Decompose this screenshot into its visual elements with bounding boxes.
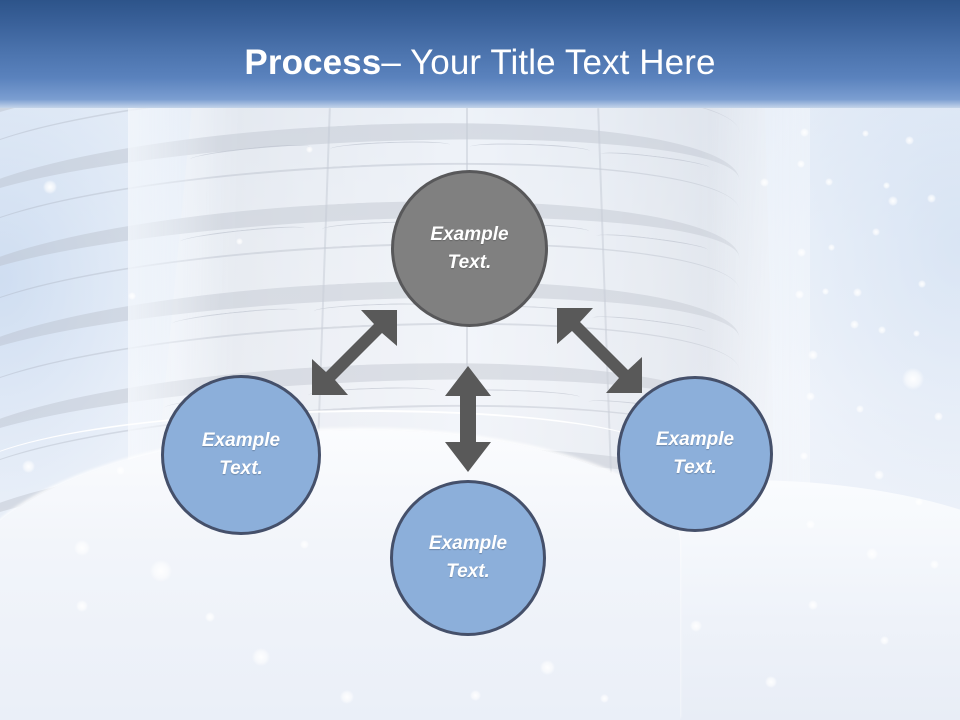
snowflake xyxy=(866,548,878,560)
snowflake xyxy=(690,620,702,632)
snowflake xyxy=(874,470,884,480)
node-center-line1: Example xyxy=(430,223,509,245)
snowflake xyxy=(205,612,215,622)
node-left-line1: Example xyxy=(201,430,281,452)
snowflake xyxy=(888,196,898,206)
snowflake xyxy=(600,694,609,703)
snowflake xyxy=(918,280,926,288)
snowflake xyxy=(853,288,862,297)
connector-center-to-right xyxy=(546,304,646,404)
title-bar xyxy=(0,0,960,108)
snowflake xyxy=(797,248,806,257)
node-bottom-line2: Text. xyxy=(446,561,490,582)
snowflake xyxy=(800,452,808,460)
snowflake xyxy=(340,690,354,704)
node-center[interactable]: Example Text. xyxy=(391,170,548,327)
snowflake xyxy=(765,676,777,688)
snowflake xyxy=(913,330,920,337)
snowflake xyxy=(128,292,136,300)
page-title-rest: – Your Title Text Here xyxy=(381,43,716,82)
node-left-line2: Text. xyxy=(219,458,263,479)
snowflake xyxy=(808,350,818,360)
snowflake xyxy=(806,520,815,529)
connector-center-to-left xyxy=(308,306,408,406)
snowflake xyxy=(300,540,309,549)
snowflake xyxy=(883,182,890,189)
snowflake xyxy=(760,178,769,187)
snowflake xyxy=(934,412,943,421)
snowflake xyxy=(116,466,125,475)
snowflake xyxy=(150,560,172,582)
snowflake xyxy=(74,540,90,556)
node-right[interactable]: Example Text. xyxy=(617,376,773,532)
snowflake xyxy=(915,498,923,506)
snowflake xyxy=(828,244,835,251)
page-title: Process – Your Title Text Here xyxy=(0,0,960,108)
node-right-line1: Example xyxy=(655,429,735,451)
snowflake xyxy=(252,648,270,666)
snowflake xyxy=(76,600,88,612)
snowflake xyxy=(927,194,936,203)
node-right-line2: Text. xyxy=(673,457,717,478)
snowflake xyxy=(22,460,35,473)
snow-ridge-highlight xyxy=(0,410,660,532)
connector-center-to-bottom xyxy=(442,366,494,472)
page-title-strong: Process xyxy=(244,43,382,82)
node-left[interactable]: Example Text. xyxy=(161,375,321,535)
node-bottom[interactable]: Example Text. xyxy=(390,480,546,636)
snowflake xyxy=(862,130,869,137)
snowflake xyxy=(880,636,889,645)
snowflake xyxy=(795,290,804,299)
snowflake xyxy=(806,392,815,401)
snowflake xyxy=(878,326,886,334)
node-center-line2: Text. xyxy=(447,251,492,273)
snowflake xyxy=(856,405,864,413)
snowflake xyxy=(850,320,859,329)
snowflake xyxy=(930,560,939,569)
snowflake xyxy=(236,238,243,245)
snowflake xyxy=(872,228,880,236)
snowflake xyxy=(306,146,313,153)
snowflake xyxy=(43,180,57,194)
node-bottom-line1: Example xyxy=(428,533,508,555)
snowflake xyxy=(822,288,829,295)
snowflake xyxy=(825,178,833,186)
snowflake xyxy=(540,660,555,675)
snowflake xyxy=(470,690,481,701)
snowflake xyxy=(797,160,805,168)
snowflake xyxy=(800,128,809,137)
snowflake xyxy=(808,600,818,610)
snowflake xyxy=(905,136,914,145)
snowflake xyxy=(902,368,924,390)
